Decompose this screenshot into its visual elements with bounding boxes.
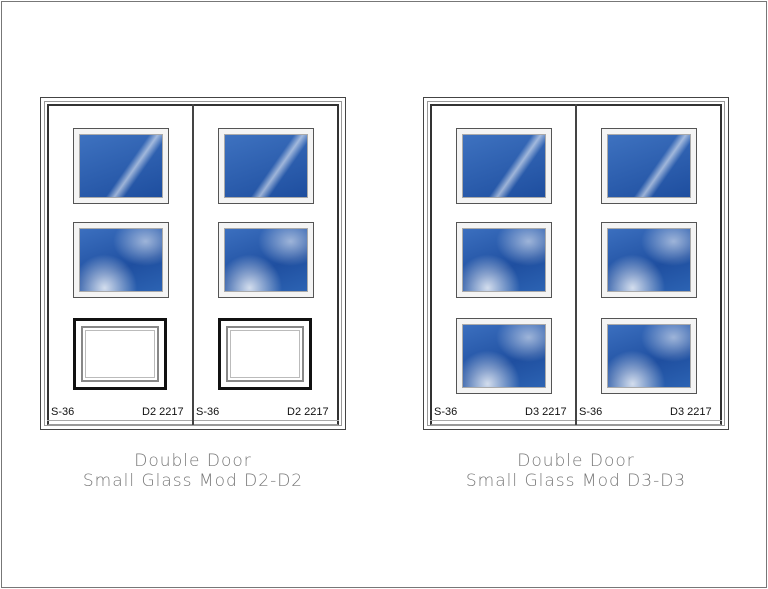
glass-lite: [601, 128, 697, 204]
leaf-divider: [575, 104, 577, 425]
leaf-size-label: S-36: [434, 406, 458, 418]
door-caption-line2: Small Glass Mod D3-D3: [465, 471, 687, 491]
leaf-model-label: D3 2217: [670, 406, 712, 418]
raised-panel: [218, 318, 312, 390]
frame: [44, 101, 342, 426]
leaf-divider: [192, 104, 194, 425]
glass-lite: [73, 128, 169, 204]
glass-pane: [224, 134, 308, 198]
leaf-model-label: D2 2217: [287, 406, 329, 418]
leaf-size-label: S-36: [51, 406, 75, 418]
glass-lite: [456, 222, 552, 298]
door-caption-line1: Double Door: [134, 451, 252, 471]
glass-pane: [607, 134, 691, 198]
glass-pane: [607, 324, 691, 388]
door-caption-line1: Double Door: [517, 451, 635, 471]
glass-lite: [218, 222, 314, 298]
leaf-model-label: D3 2217: [525, 406, 567, 418]
glass-pane: [79, 228, 163, 292]
glass-pane: [224, 228, 308, 292]
glass-lite: [456, 318, 552, 394]
glass-pane: [462, 228, 546, 292]
glass-lite: [218, 128, 314, 204]
glass-lite: [601, 222, 697, 298]
glass-lite: [73, 222, 169, 298]
raised-panel: [73, 318, 167, 390]
glass-lite: [601, 318, 697, 394]
frame: [427, 101, 725, 426]
double-door-1: S-36 D2 2217 S-36 D2 2217: [40, 97, 346, 430]
double-door-2: S-36 D3 2217 S-36 D3 2217: [423, 97, 729, 430]
leaf-size-label: S-36: [196, 406, 220, 418]
door-caption-line2: Small Glass Mod D2-D2: [82, 471, 304, 491]
glass-pane: [79, 134, 163, 198]
glass-pane: [462, 134, 546, 198]
glass-lite: [456, 128, 552, 204]
glass-pane: [462, 324, 546, 388]
glass-pane: [607, 228, 691, 292]
raised-panel-inner: [226, 326, 304, 382]
leaf-size-label: S-36: [579, 406, 603, 418]
leaf-model-label: D2 2217: [142, 406, 184, 418]
raised-panel-inner: [81, 326, 159, 382]
